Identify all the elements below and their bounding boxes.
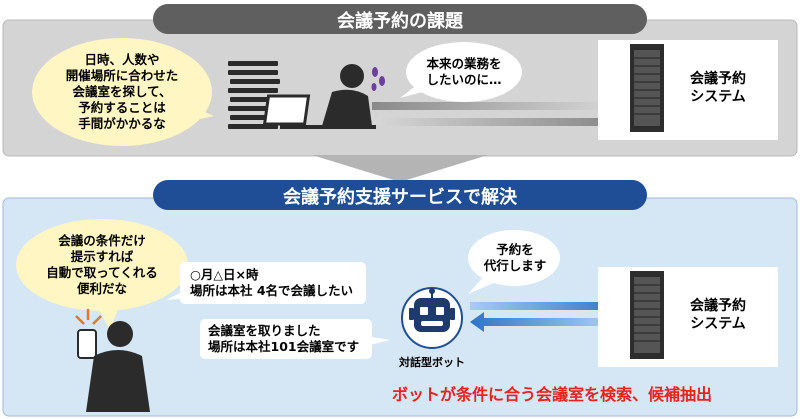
down-arrow-icon	[312, 155, 488, 182]
bot-reply-bubble	[200, 319, 390, 359]
bottom-system-label: 会議予約 システム	[690, 298, 746, 332]
bottom-section-title: 会議予約支援サービスで解決	[283, 187, 517, 208]
top-user-wish: 本来の業務を したいのに…	[426, 56, 502, 87]
bottom-section-header-band	[153, 180, 647, 210]
server-rack-icon	[630, 44, 664, 132]
bottom-arrow-from-system	[470, 312, 608, 332]
top-user-thought: 日時、人数や 開催場所に合わせた 会議室を探して、 予約することは 手間がかかる…	[65, 52, 179, 131]
top-arrow-from-system	[372, 112, 608, 132]
top-arrow-to-system	[372, 96, 622, 116]
person-at-desk-icon	[262, 64, 376, 129]
top-system-box	[598, 40, 778, 140]
top-section-title: 会議予約の課題	[337, 11, 463, 32]
conclusion-text: ボットが条件に合う会議室を検索、候補抽出	[392, 385, 713, 404]
bottom-thought-bubble	[16, 219, 188, 330]
user-message-text: ○月△日×時 場所は本社 4名で会議したい	[190, 267, 354, 298]
top-section-header-band	[153, 4, 647, 34]
server-rack-icon	[630, 271, 664, 359]
bot-speech-bubble	[468, 230, 560, 294]
top-wish-bubble	[400, 42, 522, 102]
bottom-arrow-to-system	[470, 296, 622, 316]
bot-reply-text: 会議室を取りました 場所は本社101会議室です	[208, 323, 360, 354]
bottom-user-thought: 会議の条件だけ 提示すれば 自動で取ってくれる 便利だな	[46, 233, 158, 296]
person-with-phone-icon	[75, 309, 150, 412]
bot-speech-text: 予約を 代行します	[483, 242, 547, 273]
top-system-label: 会議予約 システム	[690, 71, 746, 105]
top-thought-bubble	[32, 38, 214, 146]
bot-label: 対話型ボット	[399, 356, 465, 369]
user-message-bubble	[166, 262, 366, 304]
robot-icon	[401, 287, 463, 349]
sweat-drops-icon	[371, 67, 385, 91]
bottom-system-box	[598, 267, 778, 367]
